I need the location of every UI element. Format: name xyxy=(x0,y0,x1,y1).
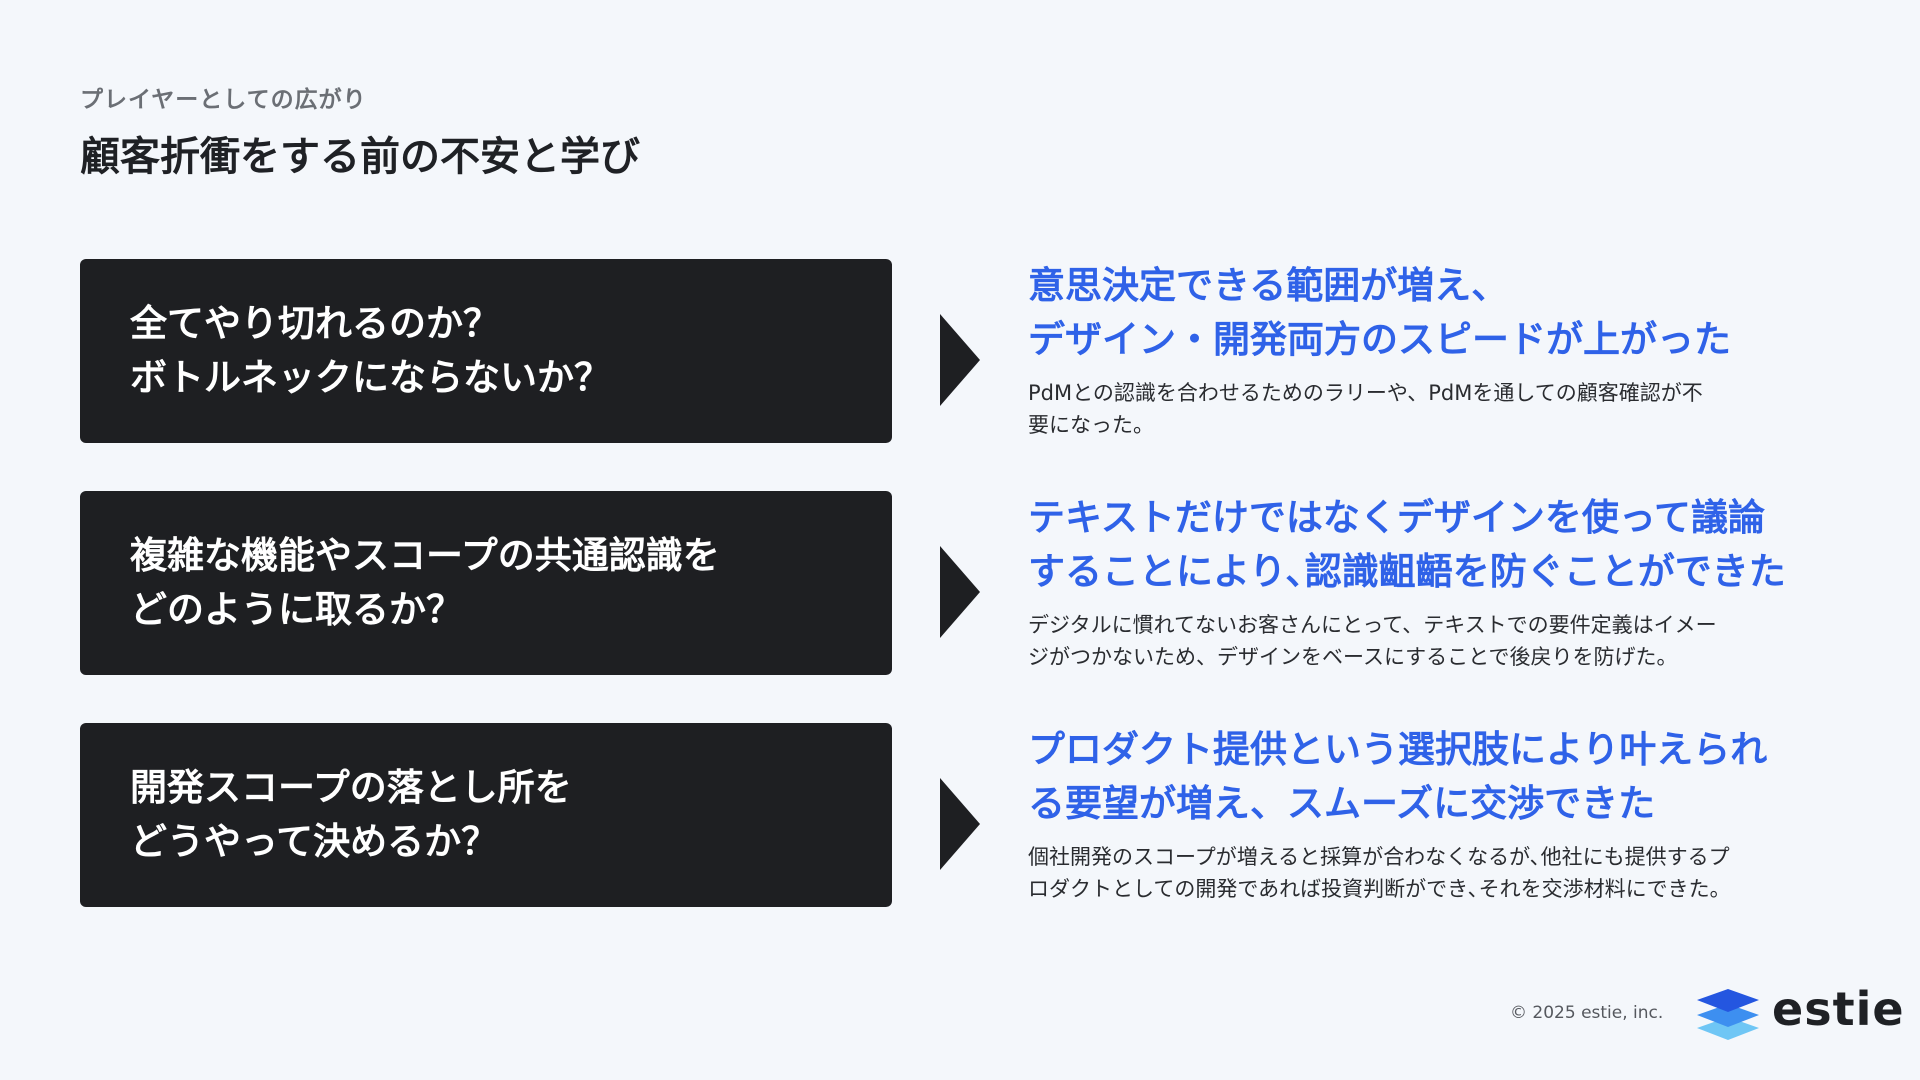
insight-row-1: 全てやり切れるのか？ ボトルネックにならないか？ 意思決定できる範囲が増え、 デ… xyxy=(0,259,1920,443)
stacked-layers-icon xyxy=(1697,989,1759,1040)
question-box: 全てやり切れるのか？ ボトルネックにならないか？ xyxy=(80,259,892,443)
question-line: どのように取るか？ xyxy=(130,588,463,631)
answer-heading-line: テキストだけではなくデザインを使って議論 xyxy=(1028,496,1766,539)
logo-wordmark: estie xyxy=(1772,982,1905,1036)
arrow-right-icon xyxy=(940,314,980,406)
insight-row-2: 複雑な機能やスコープの共通認識を どのように取るか？ テキストだけではなくデザイ… xyxy=(0,491,1920,675)
answer-heading-line: デザイン・開発両方のスピードが上がった xyxy=(1028,318,1731,361)
answer-body: PdMとの認識を合わせるためのラリーや、PdMを通しての顧客確認が不 要になった… xyxy=(1028,377,1868,441)
eyebrow-label: プレイヤーとしての広がり xyxy=(80,87,367,113)
question-box: 複雑な機能やスコープの共通認識を どのように取るか？ xyxy=(80,491,892,675)
answer-body-line: ロダクトとしての開発であれば投資判断ができ､それを交渉材料にできた。 xyxy=(1028,877,1731,901)
question-line: 開発スコープの落とし所を xyxy=(130,766,572,809)
answer-heading-line: プロダクト提供という選択肢により叶えられ xyxy=(1028,728,1768,771)
arrow-right-icon xyxy=(940,778,980,870)
answer-body-line: 個社開発のスコープが増えると採算が合わなくなるが､他社にも提供するプ xyxy=(1028,845,1730,869)
answer-body: 個社開発のスコープが増えると採算が合わなくなるが､他社にも提供するプ ロダクトと… xyxy=(1028,841,1868,905)
answer-block: 意思決定できる範囲が増え、 デザイン・開発両方のスピードが上がった PdMとの認… xyxy=(1028,259,1868,441)
answer-body-line: PdMとの認識を合わせるためのラリーや、PdMを通しての顧客確認が不 xyxy=(1028,381,1703,405)
answer-block: プロダクト提供という選択肢により叶えられ る要望が増え、スムーズに交渉できた 個… xyxy=(1028,723,1868,905)
page-title: 顧客折衝をする前の不安と学び xyxy=(80,134,640,180)
copyright: © 2025 estie, inc. xyxy=(1510,1003,1664,1023)
answer-body-line: ジがつかないため、デザインをベースにすることで後戻りを防げた。 xyxy=(1028,645,1678,669)
answer-heading-line: る要望が増え、スムーズに交渉できた xyxy=(1028,782,1656,825)
insight-row-3: 開発スコープの落とし所を どうやって決めるか？ プロダクト提供という選択肢により… xyxy=(0,723,1920,907)
question-line: 全てやり切れるのか？ xyxy=(130,302,500,345)
question-line: どうやって決めるか？ xyxy=(130,820,499,863)
question-line: ボトルネックにならないか？ xyxy=(130,356,611,399)
question-line: 複雑な機能やスコープの共通認識を xyxy=(130,534,720,577)
answer-body-line: デジタルに慣れてないお客さんにとって、テキストでの要件定義はイメー xyxy=(1028,613,1717,637)
answer-heading-line: することにより､認識齟齬を防ぐことができた xyxy=(1028,550,1786,593)
answer-body: デジタルに慣れてないお客さんにとって、テキストでの要件定義はイメー ジがつかない… xyxy=(1028,609,1868,673)
answer-block: テキストだけではなくデザインを使って議論 することにより､認識齟齬を防ぐことがで… xyxy=(1028,491,1868,673)
arrow-right-icon xyxy=(940,546,980,638)
answer-body-line: 要になった。 xyxy=(1028,413,1154,437)
question-box: 開発スコープの落とし所を どうやって決めるか？ xyxy=(80,723,892,907)
answer-heading-line: 意思決定できる範囲が増え、 xyxy=(1028,264,1509,307)
